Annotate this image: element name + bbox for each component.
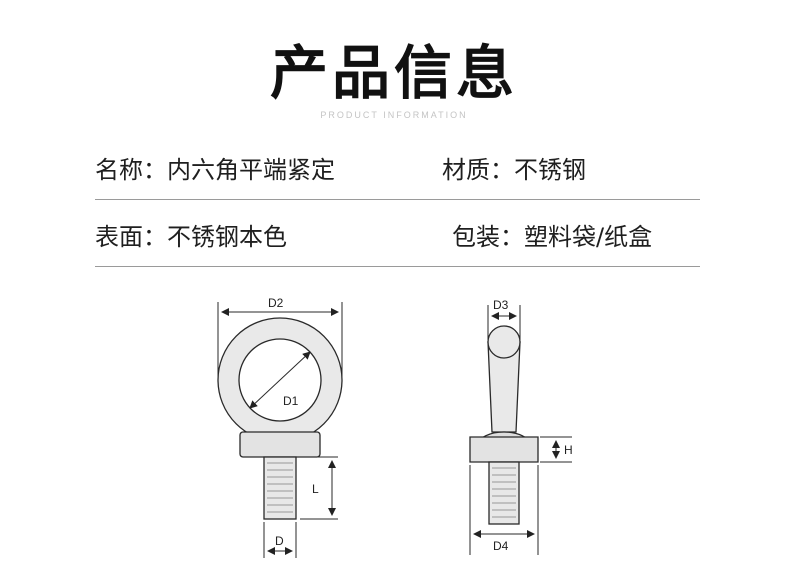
ring-side-top [487, 325, 521, 359]
divider [95, 199, 700, 200]
dim-label-d2: D2 [268, 296, 284, 310]
info-row-1: 名称：内六角平端紧定 材质：不锈钢 [95, 150, 700, 190]
divider [95, 266, 700, 267]
dim-label-h: H [564, 443, 573, 457]
page-subtitle: PRODUCT INFORMATION [320, 110, 468, 120]
front-view [217, 302, 343, 558]
product-surface: 表面：不锈钢本色 [95, 223, 287, 251]
threaded-shank-side [488, 461, 520, 525]
dim-label-d3: D3 [493, 298, 509, 312]
dim-label-d: D [275, 534, 284, 548]
dim-label-l: L [312, 482, 319, 496]
page-title: 产品信息 [269, 39, 518, 107]
product-packaging: 包装：塑料袋/纸盒 [452, 223, 653, 251]
info-row-2: 表面：不锈钢本色 包装：塑料袋/纸盒 [95, 217, 700, 257]
product-name: 名称：内六角平端紧定 [95, 156, 335, 184]
product-material: 材质：不锈钢 [442, 156, 586, 184]
collar-side [469, 436, 539, 463]
threaded-shank [263, 456, 297, 520]
collar [239, 431, 321, 458]
dim-label-d1: D1 [283, 394, 299, 408]
side-view [469, 305, 572, 555]
dim-label-d4: D4 [493, 539, 509, 553]
